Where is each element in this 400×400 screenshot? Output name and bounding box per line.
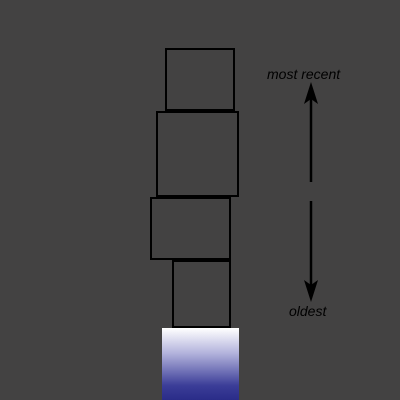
stack-item-3 [150,197,231,260]
stack-base [162,328,239,400]
most-recent-label: most recent [267,66,341,82]
stack-item-oldest [172,260,231,328]
direction-arrows [304,82,318,302]
down-arrow-icon [304,201,318,302]
oldest-label: oldest [289,303,327,319]
stack-item-newest [165,48,235,111]
stack-item-2 [156,111,239,197]
up-arrow-icon [304,82,318,182]
